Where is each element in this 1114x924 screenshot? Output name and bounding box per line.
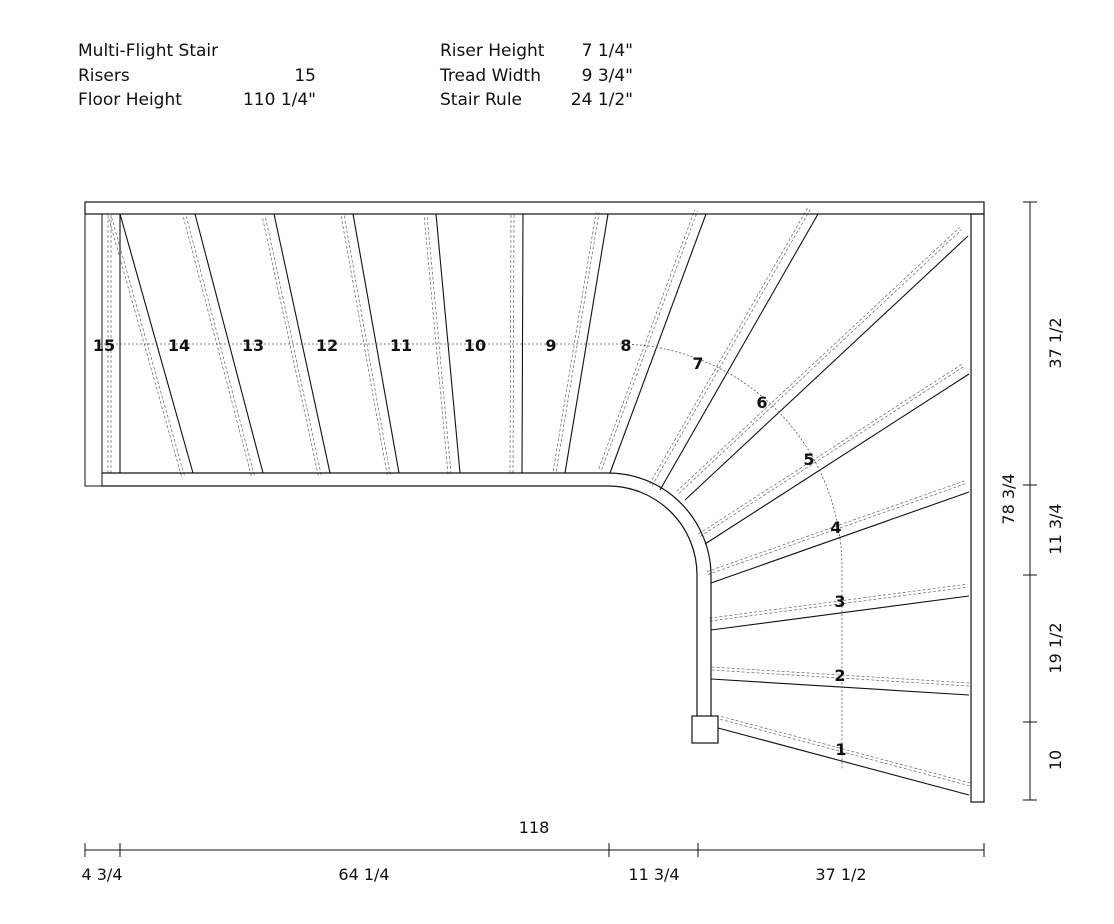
risers-label: Risers xyxy=(78,65,130,86)
tread-nosing-line xyxy=(509,213,512,473)
tread-nosing-line xyxy=(698,363,963,535)
tread-nosing-line xyxy=(678,229,963,494)
tread-width-value: 9 3/4" xyxy=(581,65,633,86)
spec-row-title: Multi-Flight Stair xyxy=(78,39,316,64)
right-segment-label: 19 1/2 xyxy=(1046,622,1065,673)
stair-specs-right: Riser Height 7 1/4" Tread Width 9 3/4" S… xyxy=(440,39,633,113)
tread-edge xyxy=(435,213,461,474)
tread-width-label: Tread Width xyxy=(440,65,541,86)
tread-edge xyxy=(119,213,194,474)
stair-structure xyxy=(84,201,985,803)
tread-edge xyxy=(717,727,970,796)
tread-number: 3 xyxy=(834,592,845,611)
tread-nosing-line xyxy=(711,666,970,684)
tread-edge xyxy=(564,213,609,474)
tread-nosing-line xyxy=(721,716,973,784)
right-segment-label: 10 xyxy=(1046,750,1065,770)
bottom-segment-label: 37 1/2 xyxy=(815,865,866,884)
tread-edge xyxy=(710,595,970,631)
stair-specs-left: Multi-Flight Stair Risers 15 Floor Heigh… xyxy=(78,39,316,113)
tread-edge xyxy=(704,373,970,545)
tread-nosing-line xyxy=(555,212,600,472)
stair-rule-label: Stair Rule xyxy=(440,90,522,110)
stair-type-title: Multi-Flight Stair xyxy=(78,41,219,61)
tread-number: 15 xyxy=(93,336,115,355)
tread-nosing-line xyxy=(264,215,322,475)
riser-height-label: Riser Height xyxy=(440,41,545,61)
tread-nosing-line xyxy=(699,366,965,537)
tread-edge xyxy=(521,213,524,474)
tread-nosing-line xyxy=(711,669,970,687)
tread-nosing-line xyxy=(709,583,968,619)
newel-post xyxy=(691,715,719,744)
tread-nosing-line xyxy=(343,215,391,475)
spec-row-risers: Risers 15 xyxy=(78,64,316,89)
tread-nosing-line xyxy=(512,213,515,473)
tread-nosing-line xyxy=(706,480,966,573)
walkline xyxy=(100,343,843,770)
bottom-segment-label: 4 3/4 xyxy=(81,865,122,884)
tread-number: 13 xyxy=(242,336,264,355)
tread-edge xyxy=(609,213,707,474)
spec-row-tread-width: Tread Width 9 3/4" xyxy=(440,64,633,89)
tread-number: 1 xyxy=(835,740,846,759)
right-segment-label: 37 1/2 xyxy=(1046,317,1065,368)
tread-nosing-line xyxy=(651,209,811,486)
tread-number: 10 xyxy=(464,336,486,355)
tread-nosing-line xyxy=(340,216,388,476)
spec-row-stair-rule: Stair Rule 24 1/2" xyxy=(440,88,633,113)
tread-nosing-line xyxy=(720,718,972,787)
tread-number: 2 xyxy=(834,666,845,685)
tread-number: 14 xyxy=(168,336,190,355)
tread-edge xyxy=(273,213,331,474)
top-stringer xyxy=(84,201,985,215)
inner-stringer xyxy=(102,472,712,716)
tread-nosing-line xyxy=(598,209,696,469)
spec-row-riser-height: Riser Height 7 1/4" xyxy=(440,39,633,64)
tread-number: 11 xyxy=(390,336,412,355)
left-end-cap xyxy=(84,213,103,487)
tread-number: 4 xyxy=(830,518,841,537)
riser-height-value: 7 1/4" xyxy=(581,41,633,61)
tread-number: 5 xyxy=(803,450,814,469)
tread-edge xyxy=(659,213,819,491)
right-stringer xyxy=(970,213,985,803)
tread-number: 8 xyxy=(620,336,631,355)
tread-number: 6 xyxy=(756,393,767,412)
tread-nosing-line xyxy=(709,586,968,622)
stair-rule-value: 24 1/2" xyxy=(570,90,633,110)
tread-nosing-line xyxy=(676,226,961,492)
tread-nosing-line xyxy=(426,214,452,474)
tread-nosing-line xyxy=(423,215,449,475)
tread-number: 7 xyxy=(692,354,703,373)
tread-number: 12 xyxy=(316,336,338,355)
tread-edge xyxy=(710,678,970,696)
tread-edge xyxy=(194,213,264,474)
right-segment-label: 11 3/4 xyxy=(1046,503,1065,554)
tread-edge xyxy=(684,235,969,501)
tread-nosing-line xyxy=(707,483,967,575)
floor-height-value: 110 1/4" xyxy=(242,90,316,110)
overall-height-label: 78 3/4 xyxy=(999,473,1018,524)
tread-edge xyxy=(710,491,970,584)
tread-nosing-line xyxy=(601,210,698,470)
tread-nosing-line xyxy=(552,211,597,472)
floor-height-label: Floor Height xyxy=(78,90,182,110)
tread-edge xyxy=(352,213,400,474)
bottom-segment-label: 64 1/4 xyxy=(338,865,389,884)
tread-nosing-line xyxy=(649,207,808,485)
tread-lines xyxy=(107,207,973,796)
bottom-segment-label: 11 3/4 xyxy=(628,865,679,884)
risers-value: 15 xyxy=(294,65,316,86)
tread-nosing-line xyxy=(261,216,319,476)
overall-width-label: 118 xyxy=(519,818,550,837)
tread-number: 9 xyxy=(545,336,556,355)
spec-row-floor-height: Floor Height 110 1/4" xyxy=(78,88,316,113)
